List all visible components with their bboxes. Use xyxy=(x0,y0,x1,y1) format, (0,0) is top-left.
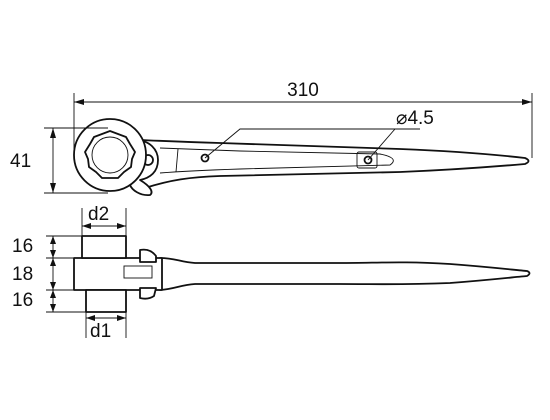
d1-arrow-right xyxy=(117,315,126,321)
head-thickness-label: 18 xyxy=(12,264,33,285)
stack-arrow-5 xyxy=(50,290,56,298)
d2-arrow-right xyxy=(117,223,126,229)
socket-12pt xyxy=(84,130,136,179)
side-view: d2 d1 16 18 16 xyxy=(12,204,531,342)
d2-label: d2 xyxy=(88,204,109,225)
arrow-right xyxy=(522,99,532,105)
height-label: 41 xyxy=(10,151,31,172)
hole-leader-right xyxy=(367,128,396,161)
pawl-tab-bottom xyxy=(139,287,157,300)
stack-arrow-2 xyxy=(50,250,56,258)
handle-outline xyxy=(139,139,530,189)
length-label: 310 xyxy=(287,80,319,101)
hole-leader-left xyxy=(204,128,420,159)
handle-edge-line xyxy=(175,148,179,173)
socket-inner xyxy=(91,136,129,174)
stack-arrow-4 xyxy=(50,282,56,290)
stack-arrow-6 xyxy=(50,304,56,312)
hole-dia-label: ⌀4.5 xyxy=(396,108,434,129)
arrow-left xyxy=(74,99,84,105)
pawl-slot xyxy=(123,265,153,279)
top-offset-label: 16 xyxy=(12,236,33,257)
socket-d1 xyxy=(85,289,127,313)
stack-arrow-1 xyxy=(50,236,56,244)
bottom-offset-label: 16 xyxy=(12,290,33,311)
stack-arrow-3 xyxy=(50,258,56,266)
socket-d2 xyxy=(81,235,127,259)
top-view: ⌀4.5 310 41 xyxy=(10,80,533,196)
head-body xyxy=(73,257,163,291)
d1-label: d1 xyxy=(90,321,111,342)
side-handle-outline xyxy=(159,257,531,291)
d2-arrow-left xyxy=(82,223,91,229)
arrow-up xyxy=(50,128,56,138)
arrow-down xyxy=(50,183,56,193)
pawl-tab xyxy=(139,248,157,263)
slot xyxy=(356,151,378,169)
d1-arrow-left xyxy=(86,315,95,321)
handle-groove xyxy=(159,147,394,174)
